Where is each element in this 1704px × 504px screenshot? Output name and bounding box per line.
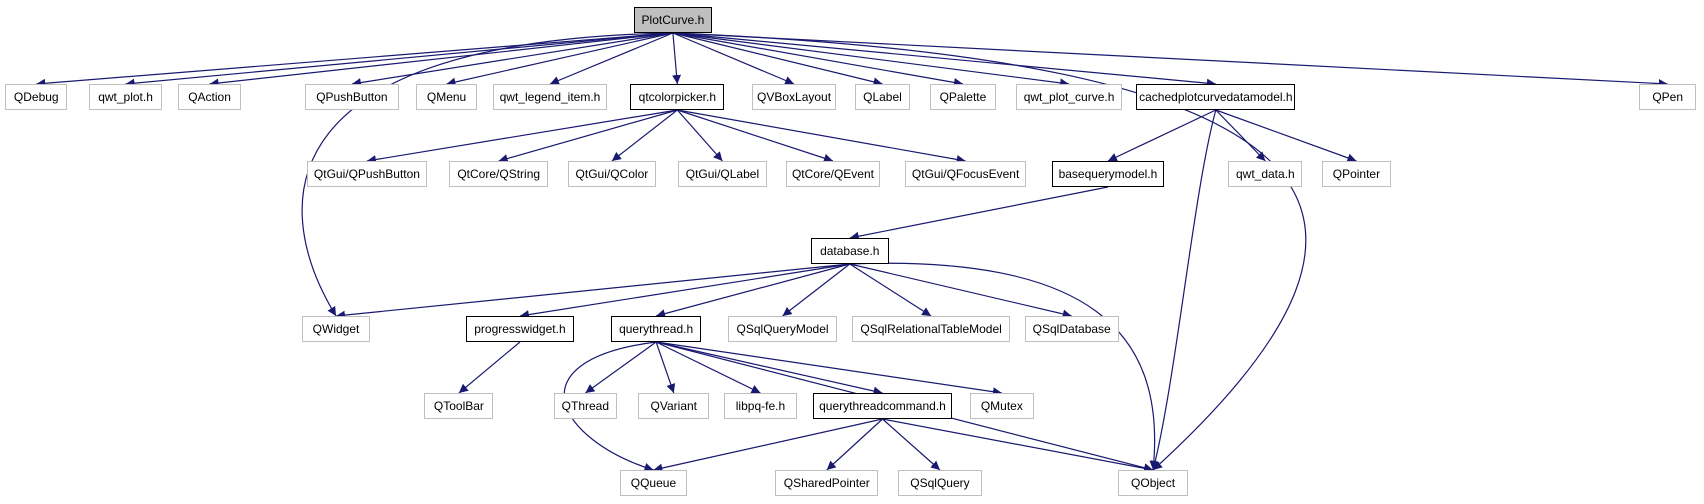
node-qsqlquery: QSqlQuery — [898, 470, 982, 496]
edge-plotcurve-to-qwt-plot-curve — [672, 32, 1070, 88]
edge-qtcolorpicker-to-qtgui-qlabel — [676, 109, 723, 162]
edge-querythread-to-libpq — [655, 341, 761, 394]
node-qdebug: QDebug — [5, 84, 68, 110]
node-qsqlrelational: QSqlRelationalTableModel — [852, 316, 1010, 342]
node-qsqldatabase: QSqlDatabase — [1024, 316, 1119, 342]
edge-querythreadcommand-to-qsqlquery — [882, 418, 941, 471]
node-qpalette: QPalette — [930, 84, 996, 110]
edge-plotcurve-to-cachedplot — [672, 32, 1216, 88]
node-qwidget: QWidget — [301, 316, 371, 342]
edge-plotcurve-to-qobject — [672, 32, 1307, 471]
edge-database-to-qsqldatabase — [849, 263, 1072, 319]
node-qtcolorpicker[interactable]: qtcolorpicker.h — [630, 84, 725, 110]
edge-plotcurve-to-qpen — [672, 32, 1668, 89]
edge-querythread-to-qmutex — [656, 341, 1002, 397]
edge-database-to-querythread — [655, 263, 850, 319]
edge-qtcolorpicker-to-qtgui-qfocusevent — [677, 109, 966, 164]
edge-database-to-qsqlrelational — [849, 263, 932, 317]
node-qpointer: QPointer — [1321, 161, 1391, 187]
node-qwt-data: qwt_data.h — [1228, 161, 1303, 187]
node-qthread: QThread — [553, 393, 618, 419]
edge-querythread-to-qthread — [585, 341, 657, 394]
edge-plotcurve-to-qwt-legend-item — [549, 32, 674, 85]
node-qtgui-qfocusevent: QtGui/QFocusEvent — [905, 161, 1026, 187]
node-qaction: QAction — [177, 84, 242, 110]
edge-database-to-progresswidget — [519, 263, 850, 320]
edge-qtcolorpicker-to-qtgui-qcolor — [611, 109, 678, 162]
edge-querythreadcommand-to-qsharedpointer — [826, 418, 883, 471]
edge-qtcolorpicker-to-qtgui-qpushbutton — [366, 109, 678, 164]
node-qwt-plot-curve: qwt_plot_curve.h — [1016, 84, 1123, 110]
node-qtcore-qevent: QtCore/QEvent — [786, 161, 880, 187]
node-qmenu: QMenu — [415, 84, 478, 110]
edge-querythread-to-querythreadcommand — [655, 341, 883, 396]
edge-querythreadcommand-to-qobject — [882, 418, 1154, 473]
node-qtgui-qlabel: QtGui/QLabel — [678, 161, 767, 187]
edge-plotcurve-to-qaction — [209, 32, 673, 88]
node-cachedplot[interactable]: cachedplotcurvedatamodel.h — [1136, 84, 1296, 110]
edge-plotcurve-to-qdebug — [36, 32, 673, 88]
node-qvboxlayout: QVBoxLayout — [751, 84, 837, 110]
node-qvariant: QVariant — [638, 393, 710, 419]
edge-plotcurve-to-qwidget — [301, 32, 673, 317]
node-qsqlquerymodel: QSqlQueryModel — [727, 316, 838, 342]
node-qtoolbar: QToolBar — [424, 393, 494, 419]
edge-database-to-qwidget — [335, 263, 850, 320]
edge-plotcurve-to-qmenu — [446, 32, 674, 87]
node-database[interactable]: database.h — [810, 238, 889, 264]
node-qmutex: QMutex — [970, 393, 1034, 419]
edge-cachedplot-to-qobject — [1150, 109, 1217, 471]
edge-database-to-qsqlquerymodel — [782, 263, 851, 317]
edge-database-to-qobject — [849, 262, 1159, 471]
edge-plotcurve-to-qpushbutton — [351, 32, 674, 88]
edge-basequerymodel-to-database — [849, 186, 1109, 241]
node-qtcore-qstring: QtCore/QString — [449, 161, 549, 187]
edge-querythread-to-qvariant — [655, 341, 676, 394]
node-qpushbutton: QPushButton — [305, 84, 399, 110]
edge-qtcolorpicker-to-qtcore-qevent — [677, 109, 834, 163]
node-qwt-plot: qwt_plot.h — [89, 84, 162, 110]
edge-plotcurve-to-qlabel — [672, 32, 883, 87]
edge-querythreadcommand-to-qqueue — [653, 418, 883, 473]
node-qpen: QPen — [1639, 84, 1696, 110]
node-qtgui-qcolor: QtGui/QColor — [567, 161, 657, 187]
node-libpq: libpq-fe.h — [724, 393, 797, 419]
edge-plotcurve-to-qpalette — [672, 32, 964, 87]
node-qqueue: QQueue — [619, 470, 688, 496]
node-qlabel: QLabel — [855, 84, 910, 110]
node-qsharedpointer: QSharedPointer — [775, 470, 879, 496]
node-qobject: QObject — [1117, 470, 1189, 496]
node-qtgui-qpushbutton: QtGui/QPushButton — [306, 161, 428, 187]
edge-plotcurve-to-qwt-plot — [125, 32, 673, 88]
node-qwt-legend-item: qwt_legend_item.h — [493, 84, 607, 110]
node-basequerymodel[interactable]: basequerymodel.h — [1052, 161, 1164, 187]
edge-plotcurve-to-qtcolorpicker — [672, 32, 682, 85]
edge-cachedplot-to-basequerymodel — [1107, 109, 1217, 162]
node-progresswidget[interactable]: progresswidget.h — [466, 316, 574, 342]
node-plotcurve[interactable]: PlotCurve.h — [634, 7, 712, 33]
edge-progresswidget-to-qtoolbar — [458, 341, 521, 394]
edge-cachedplot-to-qpointer — [1215, 109, 1357, 163]
edge-cachedplot-to-qwt-data — [1215, 109, 1266, 162]
edge-qtcolorpicker-to-qtcore-qstring — [498, 109, 678, 163]
node-querythread[interactable]: querythread.h — [611, 316, 702, 342]
edge-plotcurve-to-qvboxlayout — [672, 32, 795, 85]
node-querythreadcommand[interactable]: querythreadcommand.h — [812, 393, 953, 419]
